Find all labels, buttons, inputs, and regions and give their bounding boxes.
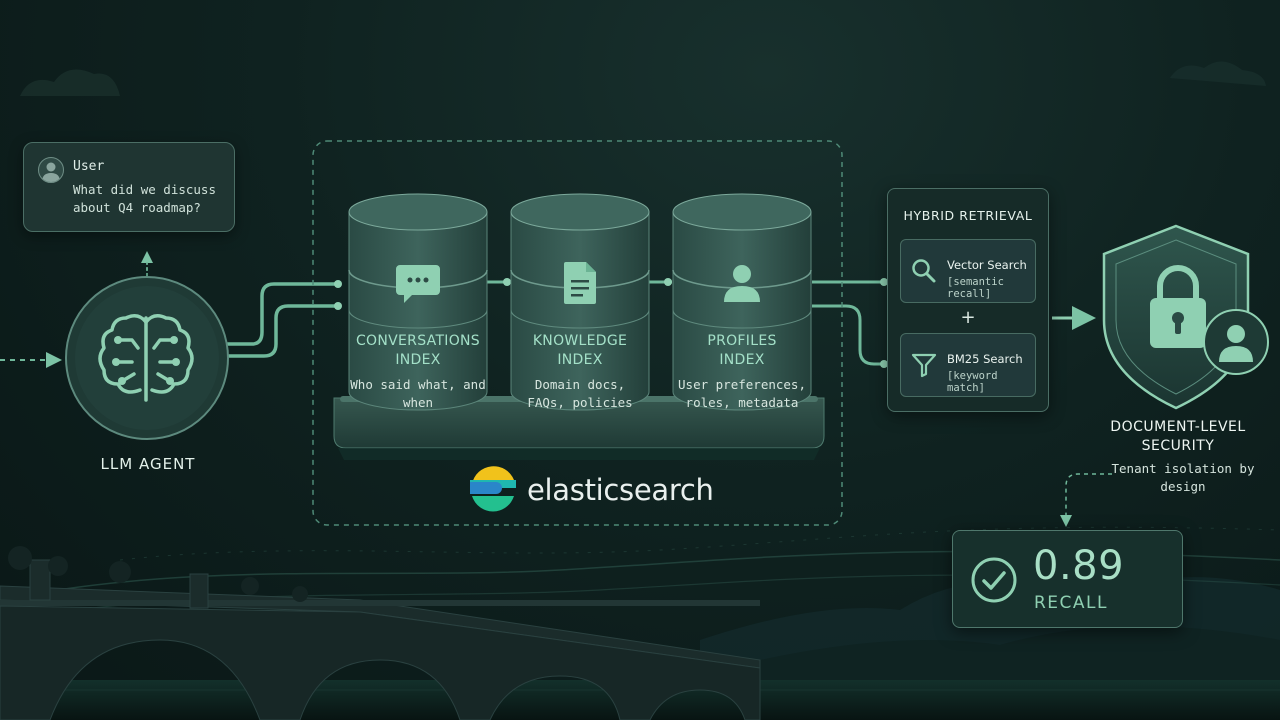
- brain-icon: [98, 314, 194, 402]
- agent-to-indices-line: [226, 282, 340, 346]
- knowledge-cylinder: [510, 193, 650, 411]
- link-dot: [503, 278, 511, 286]
- recall-value: 0.89: [1033, 543, 1125, 589]
- link-dot: [664, 278, 672, 286]
- filter-icon: [911, 353, 937, 378]
- profiles-cylinder: [672, 193, 812, 411]
- security-desc: Tenant isolation by design: [1111, 461, 1255, 494]
- cloud: [1170, 61, 1266, 86]
- person-icon: [724, 265, 760, 302]
- conversations-desc: Who said what, and when: [350, 377, 486, 410]
- indices-to-hybrid-line: [812, 304, 882, 366]
- vector-search-title: Vector Search: [947, 258, 1027, 272]
- profiles-desc: User preferences, roles, metadata: [678, 377, 806, 410]
- knowledge-desc: Domain docs, FAQs, policies: [527, 377, 633, 410]
- wave: [119, 526, 1280, 561]
- agent-label: LLM AGENT: [100, 455, 196, 473]
- knowledge-title: KNOWLEDGE INDEX: [532, 333, 628, 368]
- user-avatar-icon: [38, 157, 64, 183]
- search-icon: [912, 259, 936, 283]
- agent-to-indices-line: [226, 304, 340, 358]
- bridge-trees: [8, 546, 308, 602]
- bm25-search-title: BM25 Search: [947, 352, 1023, 366]
- lock-icon: [1150, 265, 1206, 348]
- security-title: DOCUMENT-LEVEL SECURITY: [1110, 419, 1246, 454]
- elasticsearch-wordmark: elasticsearch: [527, 473, 714, 507]
- bridge: [0, 559, 761, 720]
- user-name: User: [73, 159, 105, 174]
- user-message: What did we discuss about Q4 roadmap?: [73, 182, 216, 215]
- recall-card: 0.89 RECALL: [952, 530, 1183, 628]
- vector-search-card: Vector Search [semantic recall]: [900, 239, 1036, 303]
- bm25-search-card: BM25 Search [keyword match]: [900, 333, 1036, 397]
- recall-label: RECALL: [1034, 593, 1108, 613]
- cloud: [20, 69, 120, 96]
- chat-icon: [396, 265, 440, 303]
- conversations-cylinder: [348, 193, 488, 411]
- conversations-title: CONVERSATIONS INDEX: [355, 333, 480, 368]
- hybrid-title: HYBRID RETRIEVAL: [903, 208, 1033, 223]
- plus-sign: +: [960, 307, 976, 328]
- vector-search-sub: [semantic recall]: [947, 276, 1004, 300]
- profiles-title: PROFILES INDEX: [707, 333, 777, 368]
- elasticsearch-logo-icon: [470, 466, 516, 512]
- security-to-recall-line: [1060, 473, 1112, 527]
- hybrid-retrieval-panel: HYBRID RETRIEVAL Vector Search [semantic…: [887, 188, 1049, 412]
- document-icon: [564, 262, 596, 304]
- bm25-search-sub: [keyword match]: [947, 370, 998, 394]
- check-circle-icon: [971, 557, 1017, 603]
- user-badge-icon: [1203, 309, 1269, 375]
- user-message-bubble: User What did we discuss about Q4 roadma…: [23, 142, 235, 232]
